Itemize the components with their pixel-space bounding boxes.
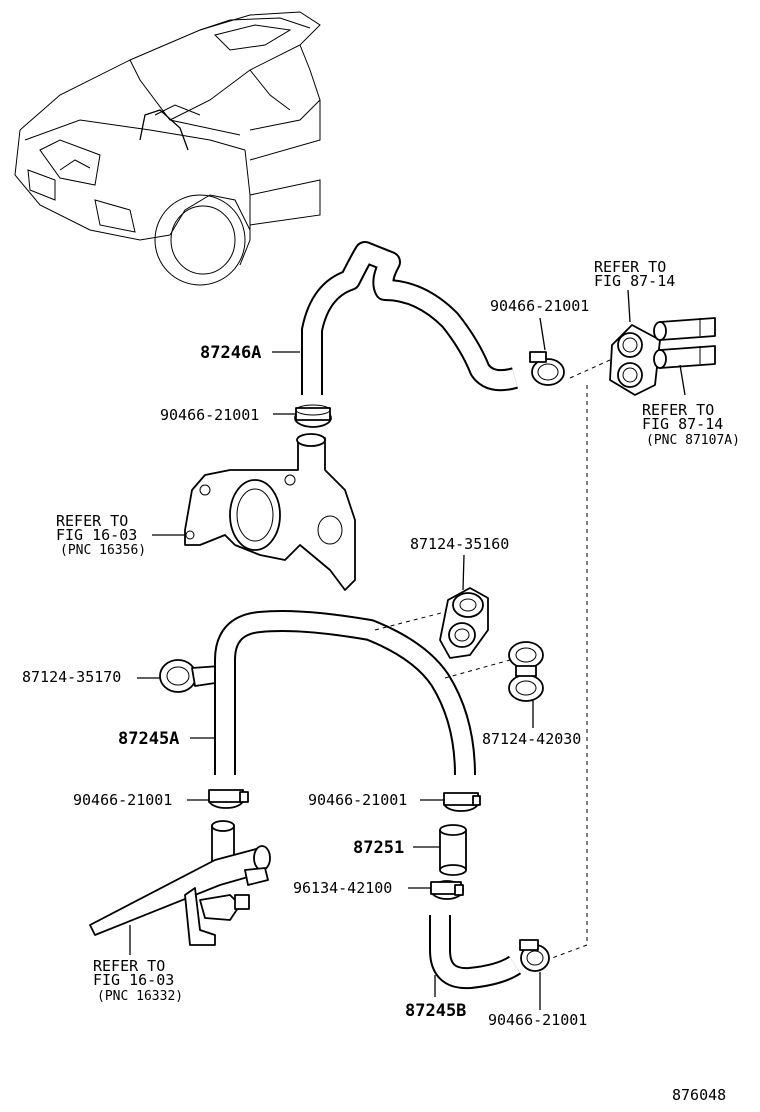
water-outlet-housing bbox=[184, 433, 356, 591]
label-90466-21001-bottom-right: 90466-21001 bbox=[488, 1011, 587, 1029]
label-pnc-16332: (PNC 16332) bbox=[97, 989, 183, 1004]
label-87251: 87251 bbox=[353, 838, 404, 858]
clamp-87124-42030 bbox=[508, 641, 544, 702]
label-96134-42100: 96134-42100 bbox=[293, 879, 392, 897]
hose-87245b bbox=[429, 915, 522, 990]
label-90466-21001-upper-right: 90466-21001 bbox=[490, 297, 589, 315]
clamp-lower-left bbox=[208, 789, 249, 809]
label-87124-42030: 87124-42030 bbox=[482, 730, 581, 748]
hose-87245a bbox=[214, 610, 476, 776]
dashed-reference-lines bbox=[374, 359, 611, 959]
grommet-bracket bbox=[609, 324, 661, 396]
clamp-87124-35160 bbox=[439, 587, 489, 659]
heater-pipes bbox=[653, 317, 716, 369]
label-87246a: 87246A bbox=[200, 343, 261, 363]
labels: 87246A 90466-21001 REFER TO FIG 87-14 RE… bbox=[22, 258, 740, 1104]
label-87245a: 87245A bbox=[118, 729, 179, 749]
hose-87246a bbox=[301, 241, 518, 395]
label-refer-to-bottom: REFER TO bbox=[642, 401, 714, 419]
label-90466-21001-lower-mid: 90466-21001 bbox=[308, 791, 407, 809]
label-90466-21001-under-87246a: 90466-21001 bbox=[160, 406, 259, 424]
clamp-under-87246a bbox=[294, 404, 332, 428]
label-87245b: 87245B bbox=[405, 1001, 466, 1021]
label-fig-16-03-upper: FIG 16-03 bbox=[56, 526, 137, 544]
label-87124-35170: 87124-35170 bbox=[22, 668, 121, 686]
clamp-bottom-right bbox=[519, 939, 550, 972]
clamp-lower-mid bbox=[443, 792, 481, 812]
label-fig-87-14-top: FIG 87-14 bbox=[594, 272, 675, 290]
label-pnc-16356: (PNC 16356) bbox=[60, 543, 146, 558]
clamp-upper-right bbox=[529, 351, 565, 386]
label-90466-21001-lower-left: 90466-21001 bbox=[73, 791, 172, 809]
vehicle-outline bbox=[14, 11, 321, 286]
label-fig-16-03-lower: FIG 16-03 bbox=[93, 971, 174, 989]
water-pipe-assembly bbox=[89, 820, 271, 946]
clamp-96134-42100 bbox=[430, 880, 464, 900]
label-pnc-87107a: (PNC 87107A) bbox=[646, 433, 740, 448]
label-refer-to-16-03-upper: REFER TO bbox=[56, 512, 128, 530]
pipe-87251 bbox=[439, 824, 467, 876]
label-fig-87-14-bottom: FIG 87-14 bbox=[642, 415, 723, 433]
clamp-87124-35170 bbox=[159, 659, 223, 693]
figure-number: 876048 bbox=[672, 1086, 726, 1104]
label-refer-to-top: REFER TO bbox=[594, 258, 666, 276]
leader-lines bbox=[129, 289, 686, 1010]
label-87124-35160: 87124-35160 bbox=[410, 535, 509, 553]
label-refer-to-16-03-lower: REFER TO bbox=[93, 957, 165, 975]
